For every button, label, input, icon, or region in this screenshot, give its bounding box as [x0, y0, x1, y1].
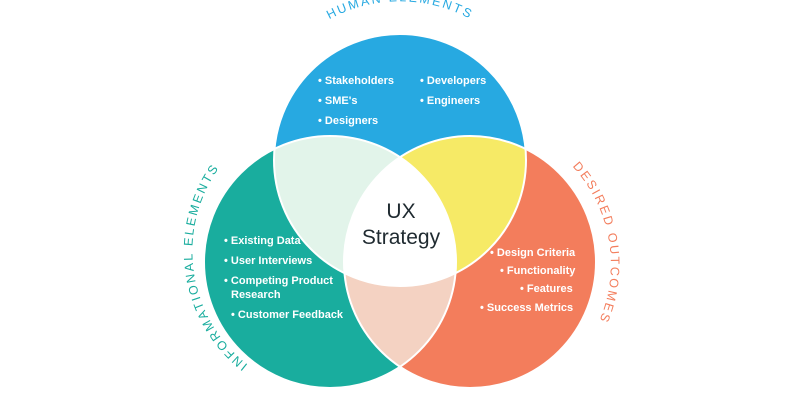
desired-item: • Success Metrics — [480, 302, 573, 314]
human-item: • Engineers — [420, 95, 480, 107]
circle-outlines — [203, 33, 597, 389]
informational-item: • Existing Data — [224, 235, 301, 247]
human-item: • Stakeholders — [318, 75, 394, 87]
desired-item: • Design Criteria — [490, 247, 576, 259]
center-title-line1: UX — [386, 200, 415, 223]
desired-item: • Features — [520, 283, 573, 295]
center-title-line2: Strategy — [362, 226, 441, 249]
informational-item: • User Interviews — [224, 255, 312, 267]
informational-item: • Competing Product — [224, 275, 333, 287]
informational-item: • Customer Feedback — [231, 309, 344, 321]
human-item: • SME's — [318, 95, 357, 107]
human-item: • Developers — [420, 75, 486, 87]
center-overlap — [344, 136, 456, 286]
desired-item: • Functionality — [500, 265, 576, 277]
human-item: • Designers — [318, 115, 378, 127]
informational-item: Research — [231, 289, 281, 301]
human-elements-label: HUMAN ELEMENTS — [324, 0, 476, 22]
